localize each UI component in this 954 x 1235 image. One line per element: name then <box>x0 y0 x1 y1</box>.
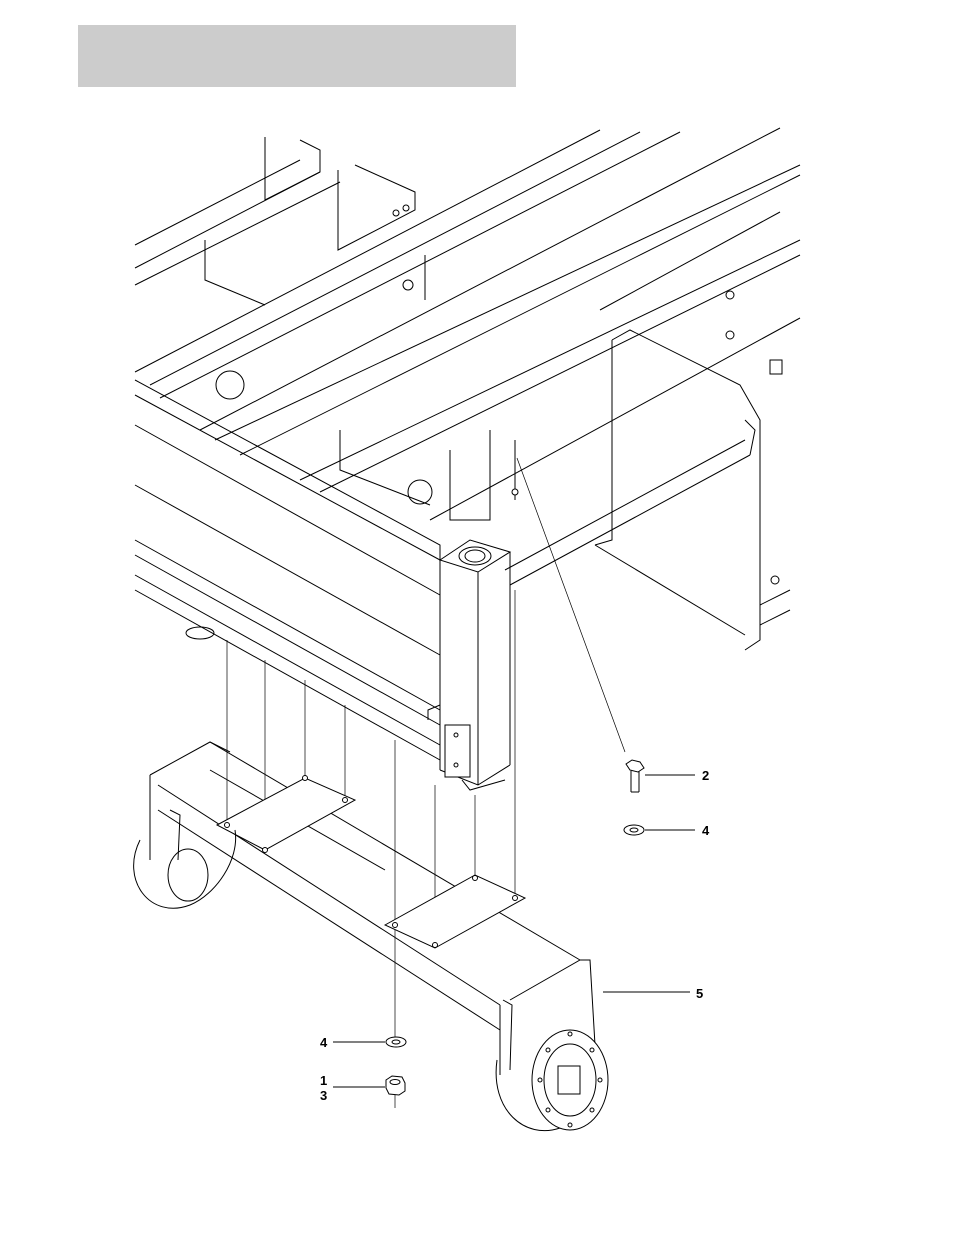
vertical-post <box>428 540 510 790</box>
nut-icon <box>386 1076 405 1095</box>
callout-3: 3 <box>320 1088 327 1103</box>
cross-members <box>340 420 755 585</box>
side-rail-beam <box>135 380 440 760</box>
callout-4-upper: 4 <box>702 823 710 838</box>
callout-5: 5 <box>696 986 703 1001</box>
callout-1: 1 <box>320 1073 327 1088</box>
washer-icon <box>624 825 644 835</box>
lower-base-frame <box>134 742 608 1131</box>
right-side-plate <box>595 291 790 650</box>
washer-icon-lower <box>386 1037 406 1047</box>
explosion-lines <box>186 458 625 1108</box>
upper-frame-rails <box>135 128 800 520</box>
callout-2: 2 <box>702 768 709 783</box>
rear-frame-plates <box>205 137 425 399</box>
bolt-icon <box>626 760 644 792</box>
callout-4-lower: 4 <box>320 1035 328 1050</box>
